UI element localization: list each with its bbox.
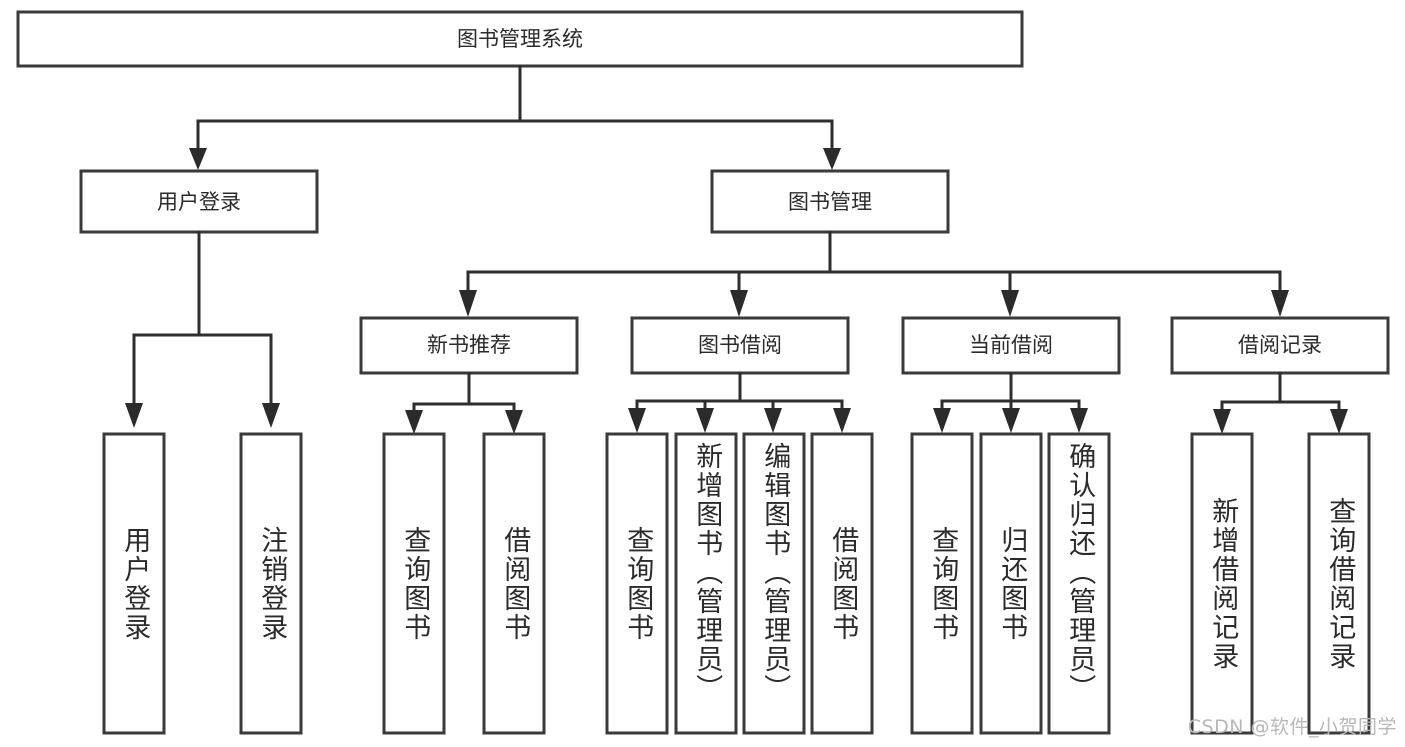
- arrow-head-borrow-record: [1271, 290, 1289, 317]
- leaf-box-logout[interactable]: [239, 432, 303, 735]
- leaf-box-return-book[interactable]: [979, 432, 1043, 735]
- node-root[interactable]: 图书管理系统: [16, 10, 1024, 68]
- arrow-head-book-borrow: [730, 290, 748, 317]
- borrow-record-label: 借阅记录: [1238, 333, 1322, 357]
- arrow-head-leaf-logout: [262, 403, 280, 428]
- node-book-borrow[interactable]: 图书借阅: [630, 316, 850, 375]
- arrow-head-user-login: [189, 148, 207, 170]
- arrow-head-leaf-user-login: [125, 403, 143, 428]
- node-current-borrow[interactable]: 当前借阅: [901, 316, 1121, 375]
- arrow-head-new-book-recommend: [459, 290, 477, 317]
- arrow-head-current-borrow: [1001, 290, 1019, 317]
- leaf-box-query-book-3[interactable]: [910, 432, 974, 735]
- leaf-box-edit-book[interactable]: [742, 432, 806, 735]
- arrow-head-leaf-borrow-book-1: [505, 410, 523, 434]
- arrow-head-leaf-add-book: [696, 408, 714, 433]
- node-book-management[interactable]: 图书管理: [710, 169, 950, 234]
- leaf-box-borrow-book-1[interactable]: [482, 432, 546, 735]
- book-borrow-box[interactable]: [630, 316, 850, 375]
- leaf-box-query-book-2[interactable]: [605, 432, 669, 735]
- borrow-record-box[interactable]: [1170, 316, 1390, 375]
- watermark-text: CSDN @软件_小贺同学: [1187, 716, 1397, 738]
- connector-user-login-to-leaves: [125, 230, 280, 428]
- connector-root-to-level1: [189, 64, 841, 170]
- leaf-box-query-book-1[interactable]: [382, 432, 446, 735]
- root-label: 图书管理系统: [457, 27, 583, 51]
- arrow-head-leaf-borrow-book-2: [833, 408, 851, 433]
- leaf-box-borrow-book-2[interactable]: [810, 432, 874, 735]
- arrow-head-leaf-query-book-2: [628, 408, 646, 433]
- arrow-head-book-management: [823, 148, 841, 170]
- new-book-recommend-box[interactable]: [359, 316, 579, 375]
- new-book-recommend-label: 新书推荐: [427, 333, 511, 357]
- leaf-box-user-login[interactable]: [102, 432, 166, 735]
- book-borrow-label: 图书借阅: [698, 333, 782, 357]
- arrow-head-leaf-query-book-3: [933, 408, 951, 433]
- arrow-head-leaf-add-record: [1213, 409, 1231, 434]
- connector-borrow-record-to-leaves: [1213, 371, 1348, 434]
- leaf-box-query-record[interactable]: [1307, 432, 1371, 735]
- book-management-box[interactable]: [710, 169, 950, 234]
- current-borrow-label: 当前借阅: [969, 333, 1053, 357]
- node-borrow-record[interactable]: 借阅记录: [1170, 316, 1390, 375]
- current-borrow-box[interactable]: [901, 316, 1121, 375]
- arrow-head-leaf-edit-book: [764, 408, 782, 433]
- node-new-book-recommend[interactable]: 新书推荐: [359, 316, 579, 375]
- node-user-login[interactable]: 用户登录: [79, 169, 319, 234]
- root-box[interactable]: [16, 10, 1024, 68]
- connector-book-borrow-to-leaves: [628, 371, 851, 433]
- connector-new-book-to-leaves: [405, 371, 523, 434]
- user-login-label: 用户登录: [157, 190, 241, 214]
- connector-book-management-to-level2: [459, 230, 1289, 317]
- book-management-label: 图书管理: [788, 190, 872, 214]
- leaf-box-add-book[interactable]: [674, 432, 738, 735]
- arrow-head-leaf-query-record: [1330, 409, 1348, 434]
- arrow-head-leaf-query-book-1: [405, 410, 423, 434]
- arrow-head-leaf-confirm-return: [1070, 408, 1088, 433]
- leaf-box-add-record[interactable]: [1190, 432, 1254, 735]
- connector-current-borrow-to-leaves: [933, 371, 1088, 433]
- leaf-box-confirm-return[interactable]: [1047, 432, 1111, 735]
- arrow-head-leaf-return-book: [1002, 408, 1020, 433]
